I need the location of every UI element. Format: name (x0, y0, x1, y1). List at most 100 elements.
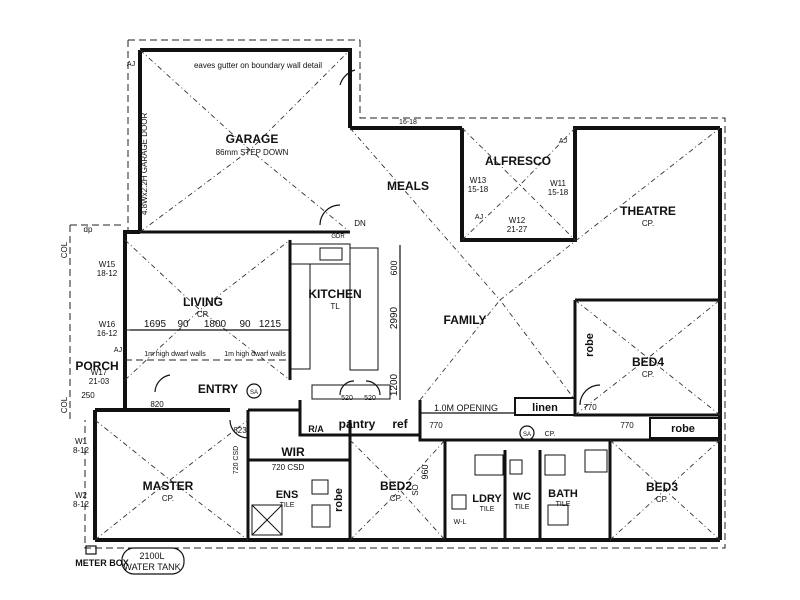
aj-label-alfresco: AJ (475, 214, 483, 221)
label-bed4: BED4 (632, 355, 664, 369)
dim-770b: 770 (583, 403, 597, 412)
window-w11: W11 (550, 179, 566, 188)
dimension-text: 1695 90 1800 90 1215 600 2990 1200 820 8… (60, 61, 634, 496)
window-w2: W2 (75, 491, 88, 500)
bed3-floor: CP. (656, 495, 668, 504)
window-w1-size: 8-12 (73, 446, 90, 455)
aj-label-porch: AJ (114, 347, 122, 354)
dim-1695: 1695 (144, 319, 167, 330)
label-pantry: pantry (339, 417, 376, 431)
label-meals: MEALS (387, 179, 429, 193)
dim-823: 823 (233, 426, 247, 435)
services: METER BOX 2100L WATER TANK (75, 545, 185, 575)
dim-960: 960 (420, 464, 430, 479)
dp-label: dp (84, 225, 93, 234)
label-garage: GARAGE (226, 132, 279, 146)
window-w16-size: 16-12 (97, 329, 118, 338)
label-robe-bed3: robe (671, 423, 695, 435)
window-w15: W15 (99, 260, 116, 269)
label-ens: ENS (276, 489, 299, 501)
dim-600: 600 (389, 260, 399, 275)
meter-box-label: METER BOX (75, 558, 129, 568)
garage-note: 86mm STEP DOWN (216, 148, 289, 157)
col-label-bottom: COL (60, 396, 69, 413)
water-tank-label: WATER TANK (123, 562, 180, 572)
window-w12-size: 21-27 (507, 225, 528, 234)
living-floor: CP. (197, 310, 209, 319)
label-bed3: BED3 (646, 480, 678, 494)
sa-hall: SA (523, 432, 531, 438)
dim-770c: 770 (620, 421, 634, 430)
roof-hip-lines (94, 49, 721, 541)
dim-2990: 2990 (389, 306, 400, 329)
hall-floor: CP. (545, 431, 556, 438)
label-alfresco: ALFRESCO (485, 154, 551, 168)
wall-note-b: 1m high dwarf walls (224, 351, 286, 358)
dimension-lines (130, 245, 515, 414)
wall-note-a: 1m high dwarf walls (144, 351, 206, 358)
sa-entry: SA (250, 390, 258, 396)
window-w16: W16 (99, 320, 116, 329)
water-tank-size: 2100L (139, 551, 164, 561)
wc-floor: TILE (515, 504, 530, 511)
dim-1215: 1215 (259, 319, 282, 330)
dim-720-csd-b: 720 CSD (272, 463, 305, 472)
dim-1800: 1800 (204, 319, 227, 330)
window-w15-size: 18-12 (97, 269, 118, 278)
label-kitchen: KITCHEN (308, 287, 361, 301)
label-living: LIVING (183, 295, 223, 309)
dim-90a: 90 (177, 319, 189, 330)
dim-250: 250 (81, 391, 95, 400)
theatre-floor: CP. (642, 219, 654, 228)
kitchen-floor: TL (330, 302, 340, 311)
bath-floor: TILE (556, 501, 571, 508)
dim-720-csd-a: 720 CSD (233, 446, 240, 474)
window-w17-size: 21-03 (89, 377, 110, 386)
aj-label-top: AJ (127, 61, 135, 68)
dim-1200: 1200 (389, 373, 400, 396)
room-labels: eaves gutter on boundary wall detail 4.8… (75, 61, 695, 513)
so-label: SO (411, 484, 420, 496)
dashed-lines (69, 39, 726, 549)
bed2-floor: CP. (390, 494, 402, 503)
opening-label: 1.0M OPENING (434, 403, 498, 413)
meter-box-icon (85, 545, 97, 555)
label-entry: ENTRY (198, 382, 238, 396)
label-bed2: BED2 (380, 479, 412, 493)
kitchen-fixtures (289, 243, 391, 400)
master-floor: CP. (162, 494, 174, 503)
garage-door-label: 4.8Wx2.2H GARAGE DOOR (140, 113, 149, 215)
label-ra: R/A (308, 424, 324, 434)
dim-520b: 520 (364, 395, 376, 402)
label-wc: WC (513, 491, 531, 503)
label-robe-master: robe (333, 488, 345, 512)
label-porch: PORCH (75, 359, 118, 373)
dim-520a: 520 (341, 395, 353, 402)
gdr-label: GDR (331, 234, 345, 240)
water-tank-icon (121, 547, 185, 575)
window-tags: W13 15-18 W11 15-18 W12 21-27 W15 18-12 … (73, 176, 569, 526)
label-bath: BATH (548, 488, 578, 500)
door-swings (154, 69, 601, 439)
window-w13: W13 (470, 176, 487, 185)
window-wl: W-L (454, 519, 467, 526)
window-w12: W12 (509, 216, 526, 225)
eaves-note: eaves gutter on boundary wall detail (194, 61, 322, 70)
label-ldry: LDRY (472, 493, 502, 505)
smoke-alarm-entry-icon (246, 383, 262, 399)
aj-label-right: AJ (559, 138, 567, 145)
bed4-floor: CP. (642, 370, 654, 379)
label-family: FAMILY (444, 313, 487, 327)
ens-floor: TILE (280, 502, 295, 509)
ldry-floor: TILE (480, 506, 495, 513)
dim-770a: 770 (429, 421, 443, 430)
dim-90b: 90 (239, 319, 251, 330)
step-down-label: DN (354, 219, 366, 228)
top-dim: 16-18 (399, 119, 417, 126)
dim-820: 820 (150, 400, 164, 409)
col-label-top: COL (60, 241, 69, 258)
smoke-alarm-hall-icon (519, 425, 535, 441)
window-w11-size: 15-18 (548, 188, 569, 197)
window-w2-size: 8-12 (73, 500, 90, 509)
